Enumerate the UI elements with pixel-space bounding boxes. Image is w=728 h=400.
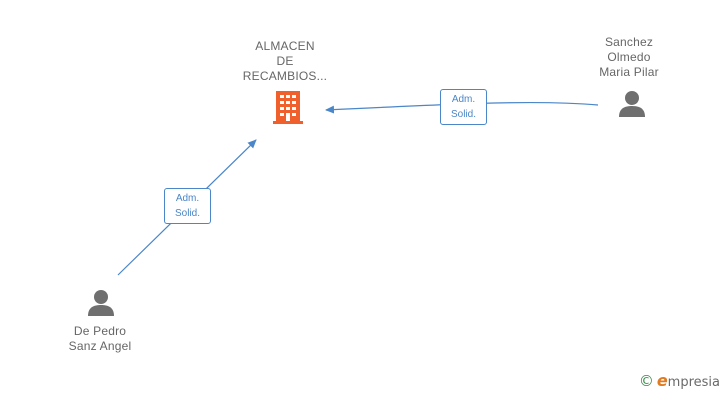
person-bottom-left-line-2: Sanz Angel bbox=[68, 339, 132, 353]
company-node-label: ALMACEN DE RECAMBIOS... bbox=[233, 39, 337, 84]
brand-logo: ©empresia bbox=[639, 371, 720, 390]
building-icon[interactable] bbox=[272, 89, 304, 125]
company-name-line-2: DE bbox=[276, 54, 294, 68]
edge-badge-bottom-left-line-1: Adm. bbox=[175, 193, 200, 204]
person-bottom-left-label: De Pedro Sanz Angel bbox=[54, 324, 146, 354]
person-top-right-label: Sanchez Olmedo Maria Pilar bbox=[583, 35, 675, 80]
person-icon[interactable] bbox=[86, 288, 116, 318]
edge-badge-top-right-line-1: Adm. bbox=[451, 94, 476, 105]
edge-badge-top-right[interactable]: Adm. Solid. bbox=[440, 89, 487, 125]
edge-badge-bottom-left[interactable]: Adm. Solid. bbox=[164, 188, 211, 224]
brand-name: mpresia bbox=[667, 375, 720, 390]
person-top-right-line-1: Sanchez bbox=[604, 35, 654, 49]
company-name-line-3: RECAMBIOS... bbox=[242, 69, 328, 83]
edge-line-top-right bbox=[325, 101, 599, 114]
edge-badge-bottom-left-line-2: Solid. bbox=[174, 208, 200, 219]
person-bottom-left-line-1: De Pedro bbox=[73, 324, 127, 338]
person-top-right-line-3: Maria Pilar bbox=[599, 65, 659, 79]
brand-initial: e bbox=[656, 371, 668, 390]
copyright-icon: © bbox=[638, 372, 654, 390]
person-icon[interactable] bbox=[617, 89, 647, 119]
edge-badge-top-right-line-2: Solid. bbox=[450, 109, 476, 120]
person-top-right-line-2: Olmedo bbox=[607, 50, 651, 64]
company-name-line-1: ALMACEN bbox=[255, 39, 315, 53]
